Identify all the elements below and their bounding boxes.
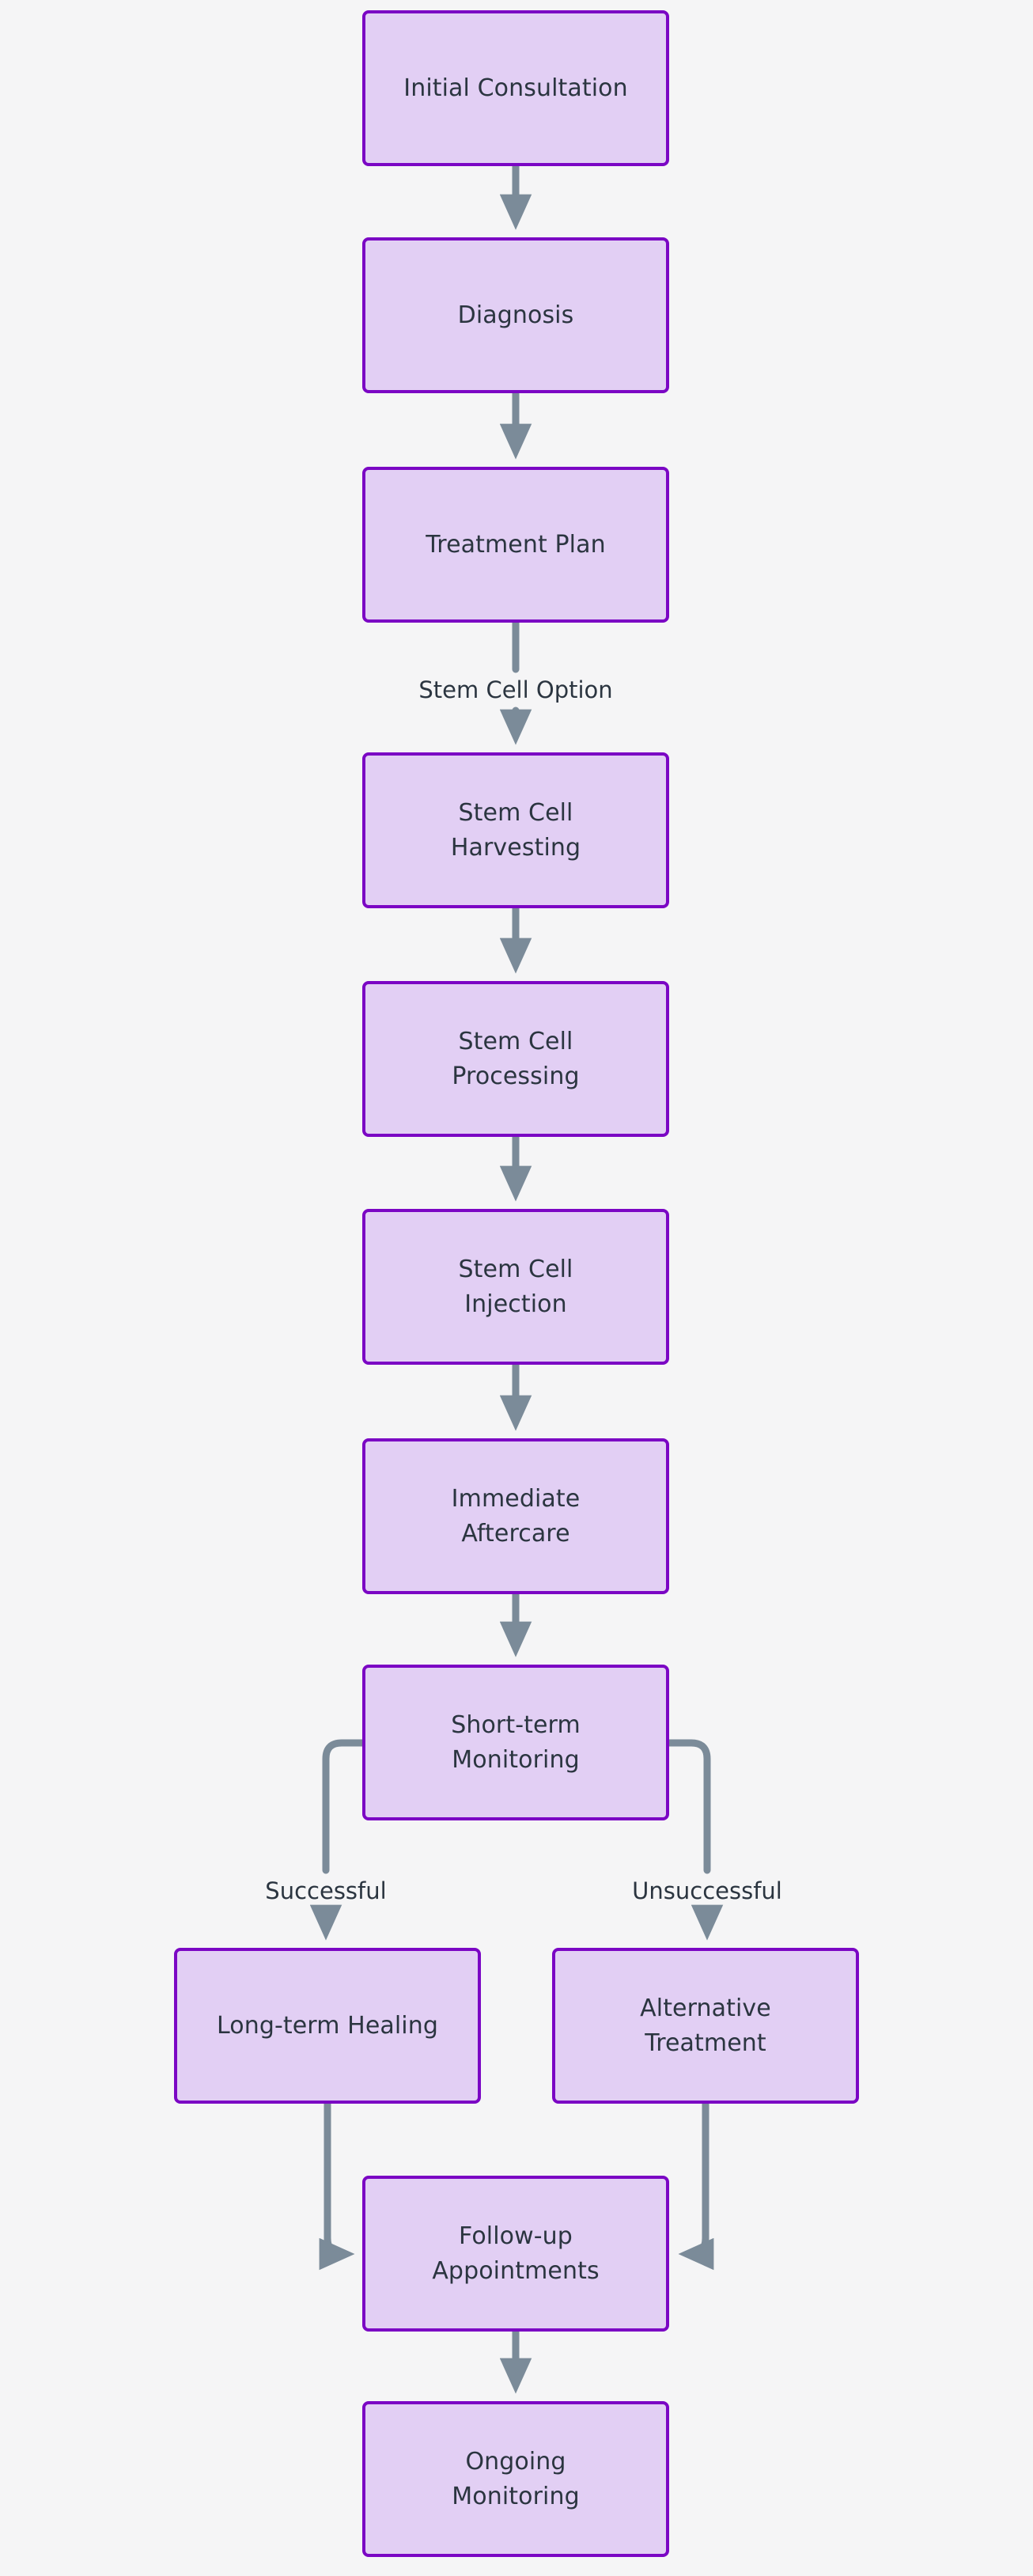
node-diagnosis[interactable]: Diagnosis [362, 237, 669, 393]
node-immediate-aftercare[interactable]: Immediate Aftercare [362, 1438, 669, 1594]
node-stem-cell-processing[interactable]: Stem Cell Processing [362, 981, 669, 1137]
node-label-initial-consultation: Initial Consultation [403, 74, 628, 102]
edge-label-unsuccessful: Unsuccessful [632, 1877, 782, 1904]
edge-label-successful: Successful [265, 1877, 387, 1904]
node-initial-consultation[interactable]: Initial Consultation [362, 10, 669, 166]
node-label-diagnosis: Diagnosis [457, 301, 574, 329]
node-label-short-term-monitoring: Short-term Monitoring [451, 1710, 581, 1774]
node-follow-up-appointments[interactable]: Follow-up Appointments [362, 2176, 669, 2332]
edge-short-term-monitoring-to-alternative-treatment-upper [665, 1739, 711, 1874]
node-stem-cell-harvesting[interactable]: Stem Cell Harvesting [362, 752, 669, 908]
node-stem-cell-injection[interactable]: Stem Cell Injection [362, 1209, 669, 1365]
node-alternative-treatment[interactable]: Alternative Treatment [552, 1948, 859, 2104]
node-treatment-plan[interactable]: Treatment Plan [362, 467, 669, 623]
node-long-term-healing[interactable]: Long-term Healing [174, 1948, 481, 2104]
edge-short-term-monitoring-to-long-term-healing-upper [322, 1739, 366, 1874]
node-label-treatment-plan: Treatment Plan [426, 530, 606, 559]
node-short-term-monitoring[interactable]: Short-term Monitoring [362, 1665, 669, 1820]
node-label-stem-cell-injection: Stem Cell Injection [458, 1255, 573, 1318]
node-label-immediate-aftercare: Immediate Aftercare [451, 1484, 581, 1547]
node-label-long-term-healing: Long-term Healing [216, 2011, 439, 2040]
node-label-ongoing-monitoring: Ongoing Monitoring [452, 2447, 580, 2510]
edge-long-term-healing-to-follow-up-appointments [319, 2100, 355, 2271]
node-label-stem-cell-harvesting: Stem Cell Harvesting [450, 798, 581, 862]
edge-label-stem-cell-option: Stem Cell Option [418, 676, 613, 703]
node-label-follow-up-appointments: Follow-up Appointments [432, 2222, 600, 2285]
node-label-stem-cell-processing: Stem Cell Processing [452, 1027, 580, 1090]
node-ongoing-monitoring[interactable]: Ongoing Monitoring [362, 2401, 669, 2557]
edge-alternative-treatment-to-follow-up-appointments [678, 2100, 714, 2271]
node-label-alternative-treatment: Alternative Treatment [640, 1994, 771, 2057]
